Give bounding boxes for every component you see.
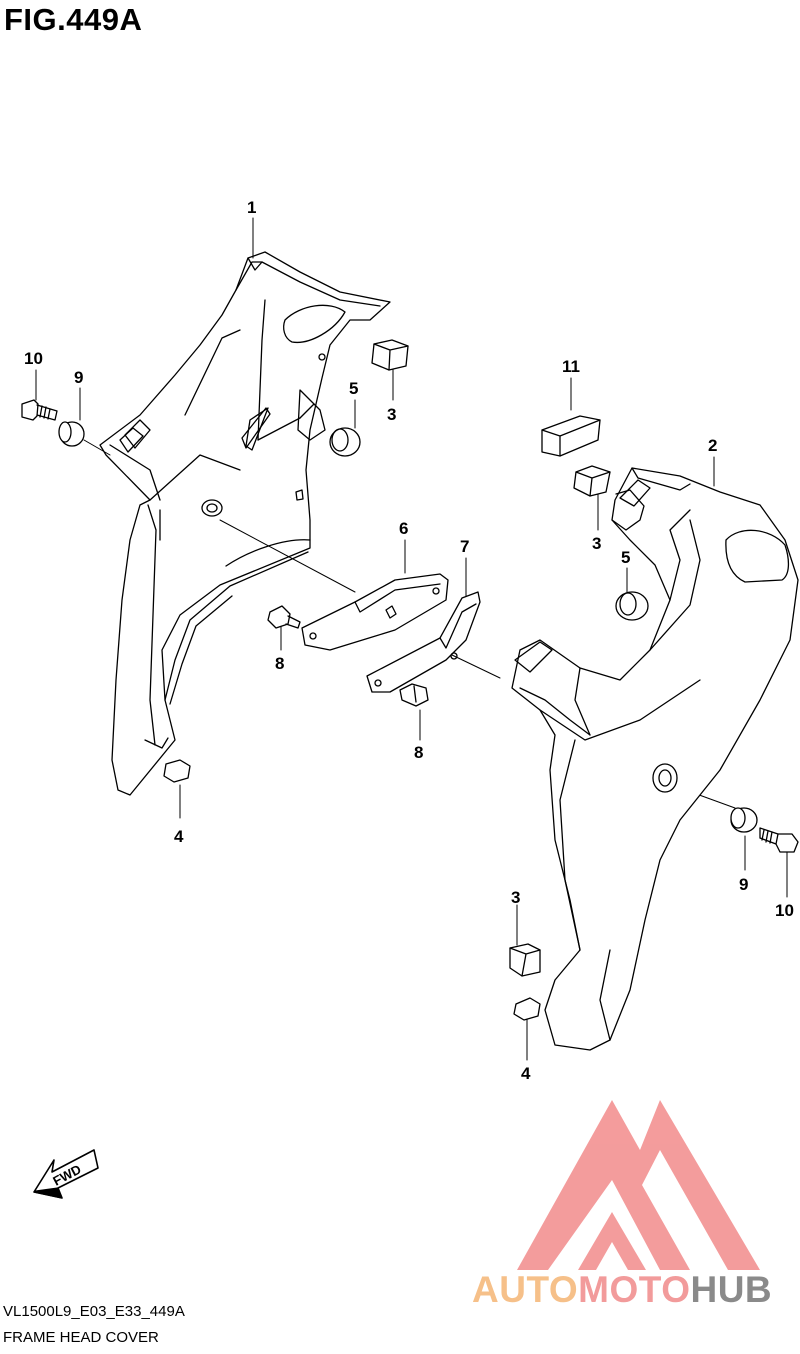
callout-9-right: 9 [739, 875, 748, 894]
callout-9-left: 9 [74, 368, 83, 387]
part-8-bolt-upper[interactable] [267, 605, 301, 629]
part-2-right-cover[interactable] [511, 467, 799, 1051]
callout-3-top: 3 [387, 405, 396, 424]
callouts: 1 10 9 5 3 6 7 8 8 4 11 2 3 5 9 10 3 4 [24, 198, 794, 1083]
callout-11: 11 [562, 357, 580, 376]
callout-3-lower: 3 [511, 888, 520, 907]
watermark-logo-icon [517, 1100, 760, 1270]
part-3-cushion-right[interactable] [573, 465, 611, 497]
callout-8-upper: 8 [275, 654, 284, 673]
part-6-bracket[interactable] [301, 573, 449, 651]
part-4-cushion-lower[interactable] [513, 997, 541, 1021]
callout-8-lower: 8 [414, 743, 423, 762]
figure-title: FIG.449A [4, 2, 143, 37]
watermark-text: AUTOMOTOHUB [472, 1269, 772, 1311]
fwd-arrow-label: FWD [50, 1161, 83, 1188]
part-11-cushion[interactable] [541, 415, 601, 457]
part-9-grommet-right[interactable] [730, 807, 758, 833]
part-1-left-cover[interactable] [99, 251, 391, 796]
callout-5-right: 5 [621, 548, 630, 567]
callout-3-right: 3 [592, 534, 601, 553]
callout-10-right: 10 [775, 901, 794, 920]
callout-1: 1 [247, 198, 256, 217]
part-5-grommet-left[interactable] [329, 427, 361, 457]
figure-code: VL1500L9_E03_E33_449A [3, 1303, 185, 1320]
part-7-bracket[interactable] [366, 591, 481, 693]
watermark-auto: AUTO [472, 1269, 579, 1310]
part-10-bolt-left[interactable] [21, 399, 58, 421]
part-3-cushion-lower[interactable] [509, 943, 541, 977]
part-10-bolt-right[interactable] [759, 827, 799, 853]
fwd-arrow-icon [33, 1149, 99, 1199]
part-9-grommet-left[interactable] [58, 421, 85, 447]
callout-7: 7 [460, 537, 469, 556]
callout-10-left: 10 [24, 349, 43, 368]
watermark-hub: HUB [690, 1269, 773, 1310]
figure-name: FRAME HEAD COVER [3, 1329, 159, 1346]
callout-4-lower: 4 [521, 1064, 531, 1083]
callout-5-left: 5 [349, 379, 358, 398]
part-4-cushion-left[interactable] [163, 759, 191, 783]
callout-4-left: 4 [174, 827, 184, 846]
part-8-bolt-lower[interactable] [399, 683, 429, 707]
leader-lines [35, 217, 788, 1061]
part-5-grommet-right[interactable] [615, 591, 649, 621]
callout-2: 2 [708, 436, 717, 455]
watermark-moto: MOTO [578, 1269, 691, 1310]
part-3-cushion-top[interactable] [371, 339, 409, 371]
callout-6: 6 [399, 519, 408, 538]
